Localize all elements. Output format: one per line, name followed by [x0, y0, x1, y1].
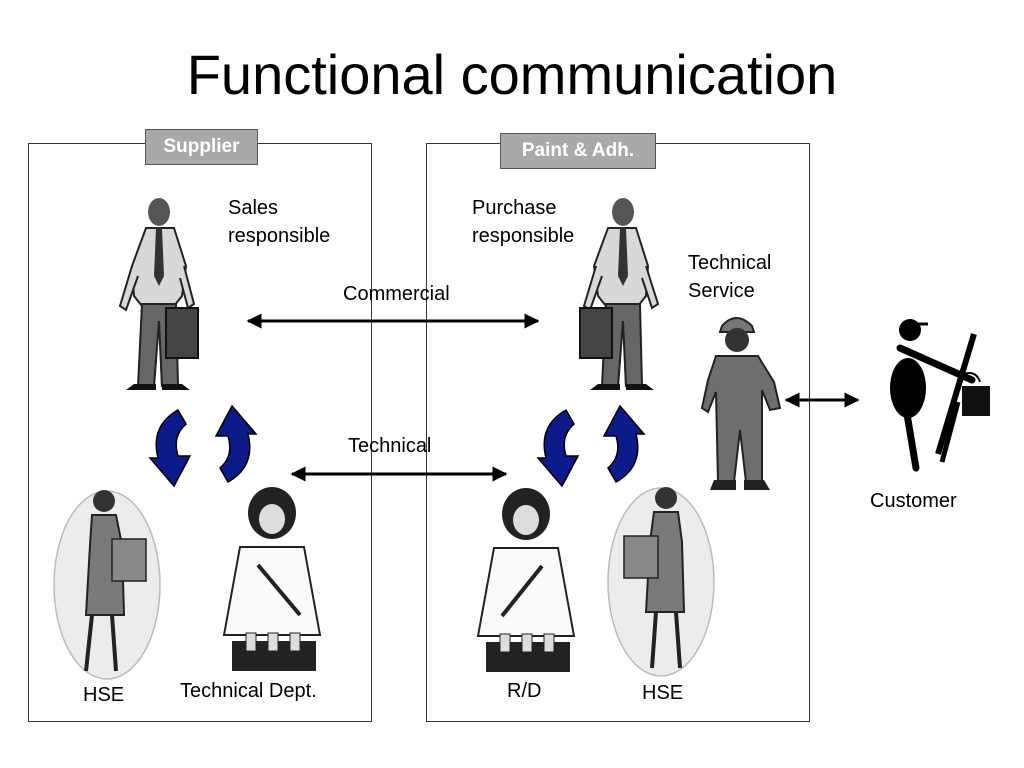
hse-left-person-icon [53, 490, 161, 680]
technical-dept-label: Technical Dept. [180, 680, 317, 702]
sales-person-icon [118, 198, 199, 390]
customer-label: Customer [870, 490, 957, 512]
commercial-label: Commercial [343, 283, 450, 305]
rd-label: R/D [507, 680, 542, 702]
paint-adh-tag: Paint & Adh. [500, 133, 656, 169]
supplier-tag: Supplier [145, 129, 258, 165]
customer-icon [890, 319, 990, 472]
technical-label: Technical [348, 435, 432, 457]
supplier-cycle-arrows-icon [148, 404, 258, 488]
page-title: Functional communication [186, 43, 838, 106]
hse-right-person-icon [607, 487, 715, 677]
purchase-person-icon [579, 198, 660, 390]
hse-left-label: HSE [83, 684, 125, 706]
technical-dept-person-icon [222, 487, 322, 671]
hse-right-label: HSE [642, 682, 684, 704]
paint-cycle-arrows-icon [536, 404, 646, 488]
rd-person-icon [476, 488, 576, 672]
technical-service-worker-icon [700, 317, 782, 490]
